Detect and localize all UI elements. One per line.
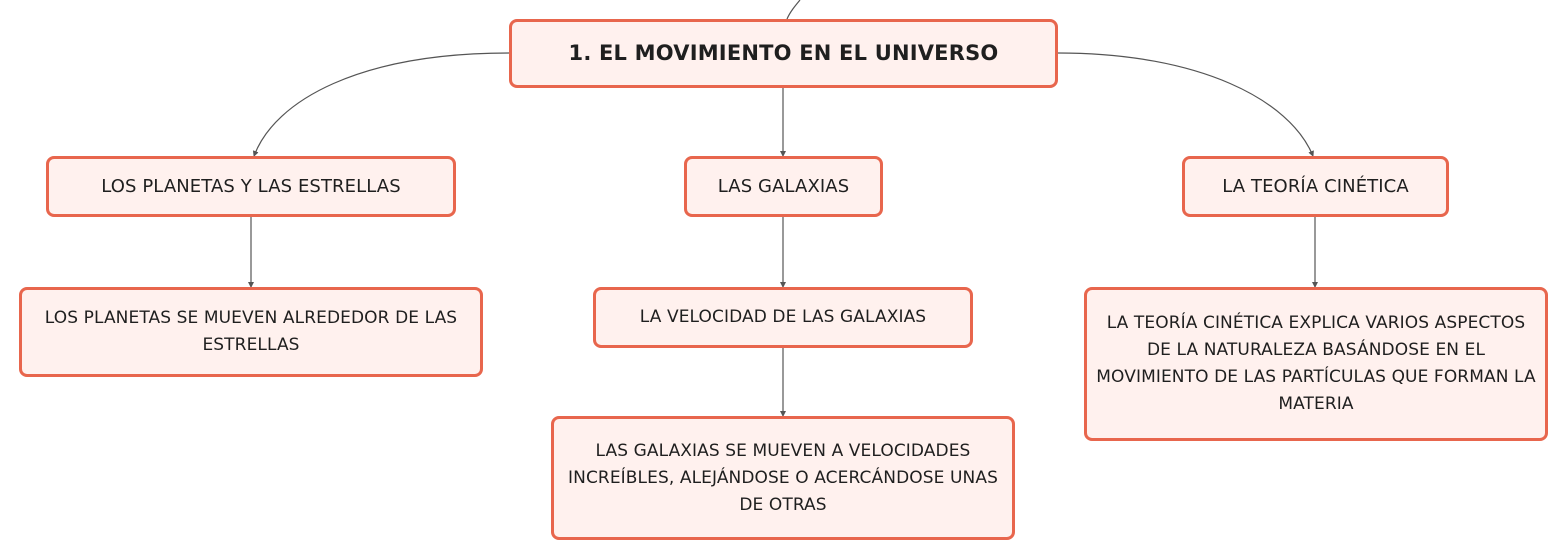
branch-node-label: LA TEORÍA CINÉTICA bbox=[1222, 176, 1409, 197]
detail-node-label: LA TEORÍA CINÉTICA EXPLICA VARIOS ASPECT… bbox=[1096, 313, 1536, 414]
detail-node-label: LAS GALAXIAS SE MUEVEN A VELOCIDADES INC… bbox=[568, 440, 998, 515]
subtopic-node-label: LA VELOCIDAD DE LAS GALAXIAS bbox=[639, 307, 927, 327]
root-node-label: 1. EL MOVIMIENTO EN EL UNIVERSO bbox=[568, 41, 999, 65]
branch-node-teoria-cinetica[interactable]: LA TEORÍA CINÉTICA bbox=[1182, 156, 1449, 217]
detail-node-label: LOS PLANETAS SE MUEVEN ALREDEDOR DE LAS … bbox=[44, 308, 458, 355]
branch-node-planetas[interactable]: LOS PLANETAS Y LAS ESTRELLAS bbox=[46, 156, 456, 217]
detail-node-planetas[interactable]: LOS PLANETAS SE MUEVEN ALREDEDOR DE LAS … bbox=[19, 287, 483, 377]
branch-node-galaxias[interactable]: LAS GALAXIAS bbox=[684, 156, 883, 217]
connector-parent-to-root bbox=[786, 0, 801, 20]
root-node[interactable]: 1. EL MOVIMIENTO EN EL UNIVERSO bbox=[509, 19, 1058, 88]
detail-node-teoria-cinetica[interactable]: LA TEORÍA CINÉTICA EXPLICA VARIOS ASPECT… bbox=[1084, 287, 1548, 441]
connector-root-to-planetas bbox=[252, 52, 510, 157]
detail-node-galaxias[interactable]: LAS GALAXIAS SE MUEVEN A VELOCIDADES INC… bbox=[551, 416, 1015, 540]
connector-root-to-teoria bbox=[1057, 52, 1314, 157]
subtopic-node-velocidad[interactable]: LA VELOCIDAD DE LAS GALAXIAS bbox=[593, 287, 973, 348]
branch-node-label: LOS PLANETAS Y LAS ESTRELLAS bbox=[101, 176, 401, 197]
branch-node-label: LAS GALAXIAS bbox=[717, 176, 850, 197]
